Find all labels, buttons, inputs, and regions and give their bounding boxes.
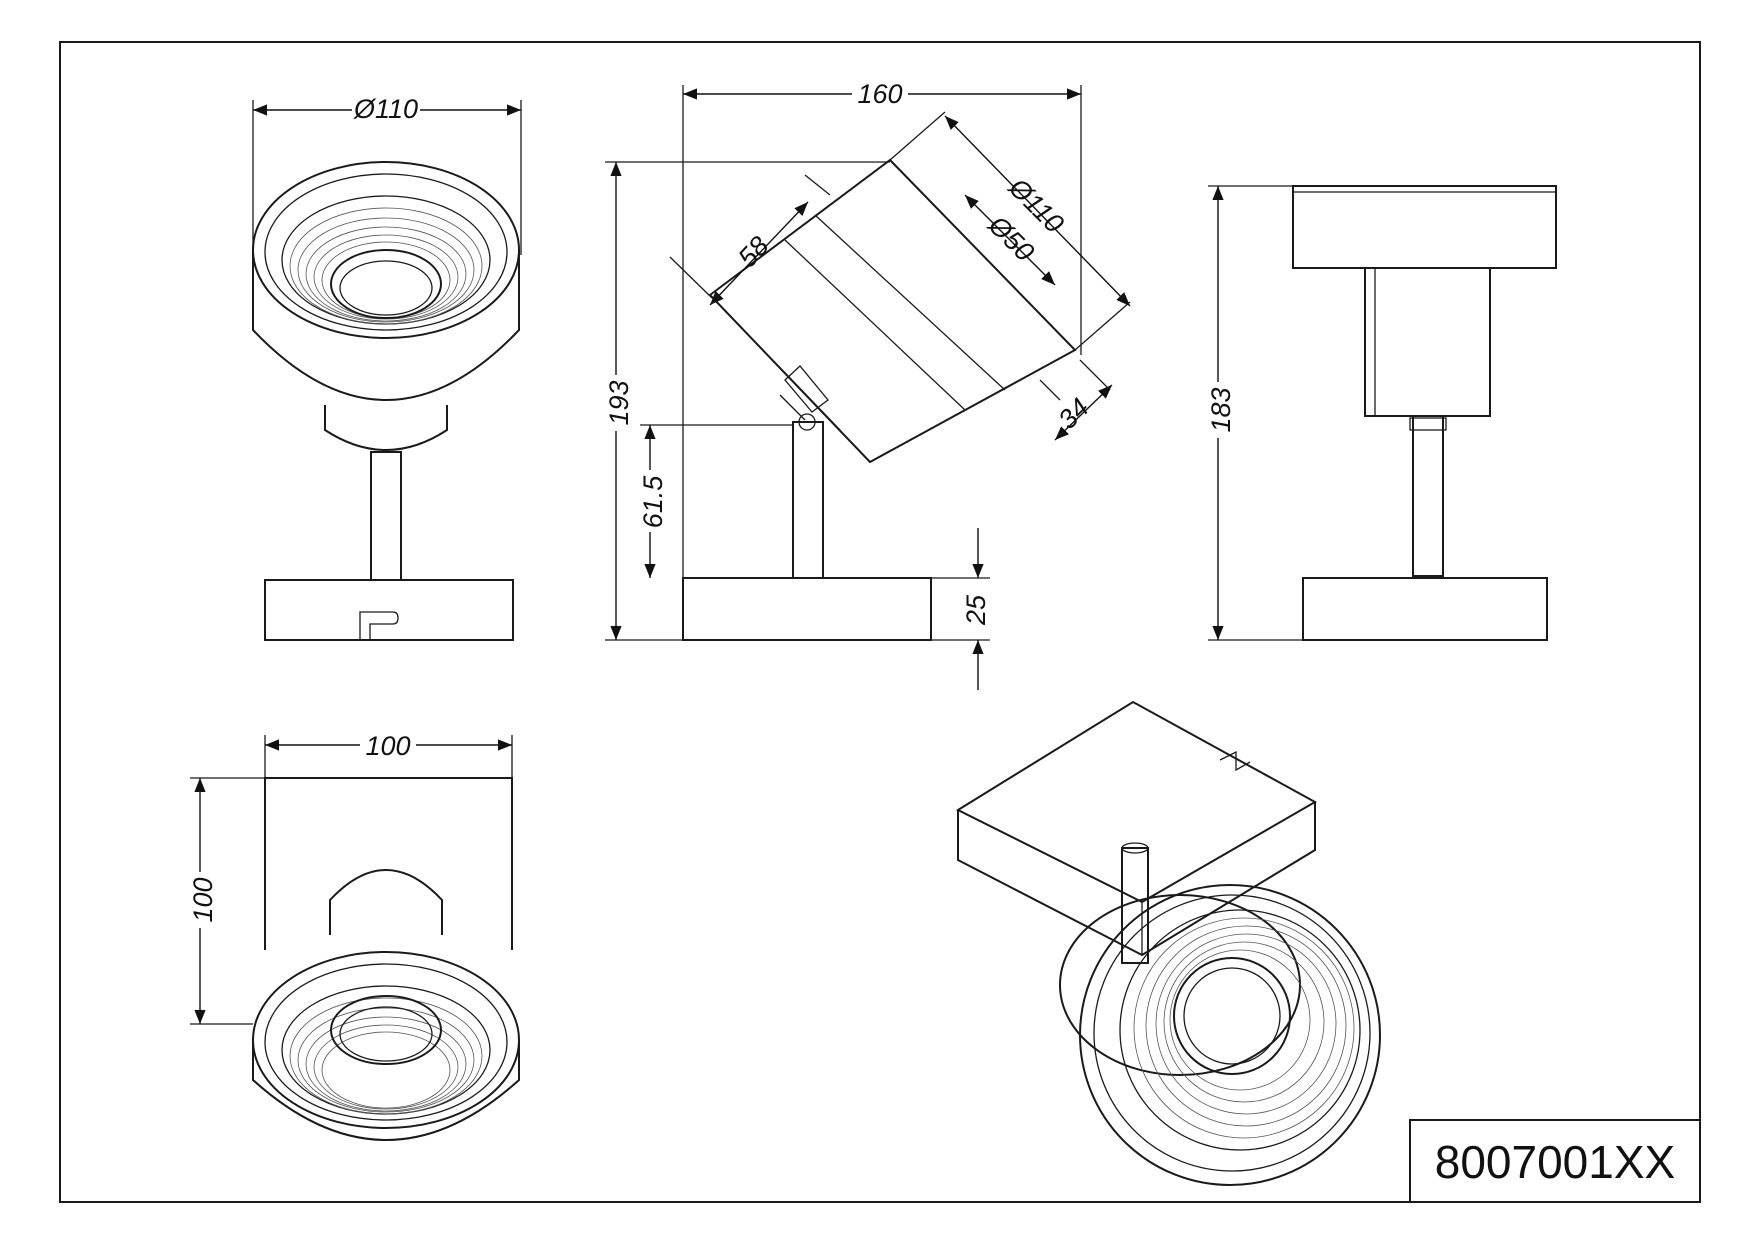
back-view: 183 (1204, 185, 1557, 641)
side-view: 160 193 61.5 25 58 Ø110 Ø50 34 (602, 78, 1131, 690)
product-code-box: 8007001XX (1409, 1119, 1701, 1203)
back-height-label: 183 (1206, 387, 1236, 432)
drawing-frame (59, 41, 1701, 1203)
front-view: Ø110 (252, 94, 522, 641)
front-diameter-label: Ø110 (353, 94, 418, 124)
isometric-view (955, 700, 1381, 1186)
top-view: 100 100 (186, 730, 520, 1141)
head-length-label: 58 (732, 231, 774, 273)
side-height-label: 193 (604, 380, 634, 425)
side-width-label: 160 (857, 79, 902, 109)
top-depth-label: 100 (188, 877, 218, 922)
top-width-label: 100 (365, 731, 410, 761)
base-height-label: 25 (961, 594, 991, 626)
product-code: 8007001XX (1435, 1136, 1675, 1188)
pivot-height-label: 61.5 (638, 475, 668, 529)
